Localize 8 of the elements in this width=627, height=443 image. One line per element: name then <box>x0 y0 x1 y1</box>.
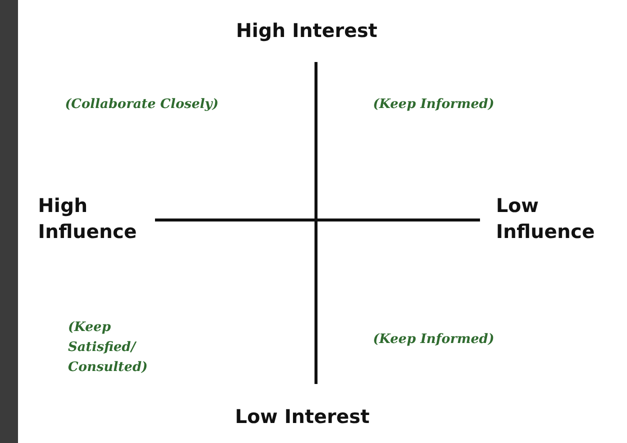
axis-label: Low Influence <box>496 194 596 245</box>
quadrant-label: (Collaborate Closely) <box>65 96 218 114</box>
quadrant-label: (Keep Satisfied/ Consulted) <box>68 319 149 377</box>
quadrant-label: (Keep Informed) <box>373 96 494 114</box>
axis-label: Low Interest <box>235 405 370 430</box>
axis-label: High Interest <box>236 19 378 44</box>
quadrant-label: (Keep Informed) <box>373 331 494 349</box>
axis-label: High Influence <box>38 194 138 245</box>
